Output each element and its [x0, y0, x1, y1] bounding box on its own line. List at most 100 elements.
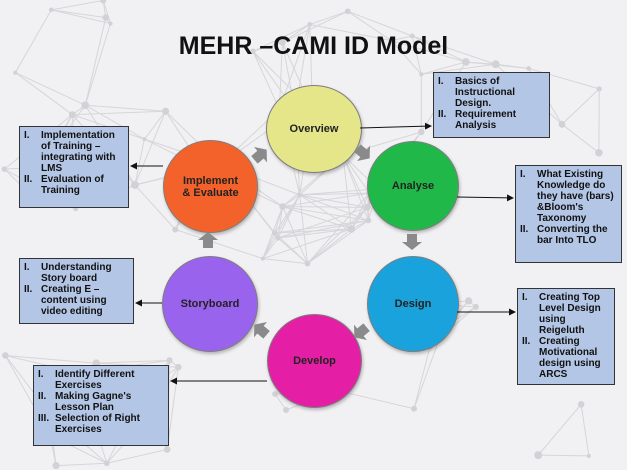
analyse-details-item: I. What Existing Knowledge do they have (… [516, 169, 618, 224]
item-number: I. [38, 369, 44, 380]
network-node [48, 7, 54, 13]
network-node [142, 137, 147, 142]
network-node [577, 401, 585, 408]
network-line [15, 72, 86, 106]
cycle-arrow-implement-to-overview [251, 147, 267, 164]
network-line [282, 10, 348, 43]
network-node [283, 406, 290, 413]
design-details-item: I. Creating Top Level Design using Reigel… [518, 292, 611, 336]
design-details-list: I. Creating Top Level Design using Reigel… [518, 292, 611, 380]
overview-connector-arrow [359, 122, 432, 130]
network-node [491, 60, 500, 69]
develop-details-item: II. Making Gagne's Lesson Plan [34, 391, 165, 413]
item-text: What Existing Knowledge do they have (ba… [537, 169, 614, 224]
cycle-arrow-develop-to-storyboard [254, 322, 270, 339]
analyse-details-list: I. What Existing Knowledge do they have (… [516, 169, 618, 246]
network-node [68, 111, 76, 119]
implement-details-item: II.Evaluation of Training [20, 174, 125, 196]
network-line [307, 192, 370, 264]
network-line [282, 194, 301, 207]
network-line [262, 258, 308, 265]
network-node [595, 148, 603, 157]
network-line [309, 23, 392, 42]
network-line [342, 155, 352, 230]
overview-details-box: I.Basics of Instructional Design.II.Requ… [433, 72, 550, 138]
network-line [495, 63, 529, 69]
network-node [297, 192, 303, 198]
develop-details-item: III.Selection of Right Exercises [34, 413, 165, 435]
analyse-connector-arrow [456, 194, 514, 202]
stage-analyse-label: Analyse [391, 180, 435, 192]
storyboard-details-item: I. Understanding Story board [20, 262, 130, 284]
network-node [108, 21, 113, 26]
network-line [299, 194, 369, 221]
item-text: Implementation of Training – integrating… [41, 130, 116, 174]
network-line [274, 393, 287, 411]
network-node [472, 303, 479, 310]
network-node [534, 451, 543, 460]
network-node [250, 48, 256, 55]
network-node [13, 70, 18, 75]
item-number: II. [38, 391, 47, 402]
network-node [103, 460, 110, 467]
network-line [277, 228, 352, 239]
network-line [15, 72, 73, 116]
network-line [391, 35, 413, 42]
network-line [391, 40, 467, 63]
item-text: Understanding Story board [41, 262, 112, 284]
network-node [389, 38, 394, 43]
network-line [390, 40, 422, 75]
network-line [412, 35, 496, 65]
network-line [347, 10, 413, 37]
network-node [172, 226, 179, 233]
develop-details-item: I.Identify Different Exercises [34, 369, 165, 391]
network-line [274, 206, 284, 234]
network-line [5, 354, 97, 364]
item-text: Creating Top Level Design using Reigelut… [539, 292, 601, 336]
network-node [275, 235, 281, 241]
diagram-title: MEHR –CAMI ID Model [178, 32, 449, 60]
item-number: I. [520, 169, 526, 180]
implement-details-list: I.Implementation of Training – integrati… [20, 130, 125, 196]
item-number: I. [522, 292, 528, 303]
network-line [342, 154, 370, 194]
item-number: II. [24, 284, 33, 295]
network-line [144, 110, 166, 140]
item-text: Making Gagne's Lesson Plan [55, 391, 132, 413]
network-node [419, 72, 424, 77]
item-number: II. [438, 109, 447, 120]
network-node [271, 230, 278, 236]
item-number: I. [24, 262, 30, 273]
network-line [252, 41, 283, 52]
network-line [336, 389, 415, 410]
network-line [561, 88, 600, 125]
network-line [421, 61, 467, 75]
network-line [411, 35, 467, 63]
item-text: Basics of Instructional Design. [455, 76, 516, 109]
network-line [84, 17, 107, 106]
network-line [175, 229, 264, 260]
item-number: III. [38, 413, 50, 424]
network-line [307, 220, 369, 264]
stage-overview: Overview [266, 85, 362, 173]
implement-details-item: I.Implementation of Training – integrati… [20, 130, 125, 174]
network-line [411, 35, 422, 75]
network-line [252, 24, 310, 52]
network-line [134, 111, 167, 186]
stage-design: Design [367, 256, 459, 352]
network-line [561, 123, 600, 154]
network-line [274, 228, 352, 234]
item-number: II. [24, 174, 33, 185]
network-line [299, 194, 368, 208]
item-number: II. [522, 336, 531, 347]
stage-develop: Develop [267, 314, 362, 408]
network-line [72, 110, 166, 116]
network-line [282, 24, 311, 43]
network-line [84, 23, 111, 106]
stage-implement-label-line2: & Evaluate [182, 186, 239, 199]
overview-details-item: II.Requirement Analysis [434, 109, 546, 131]
network-node [81, 101, 90, 110]
stage-analyse: Analyse [367, 141, 459, 231]
